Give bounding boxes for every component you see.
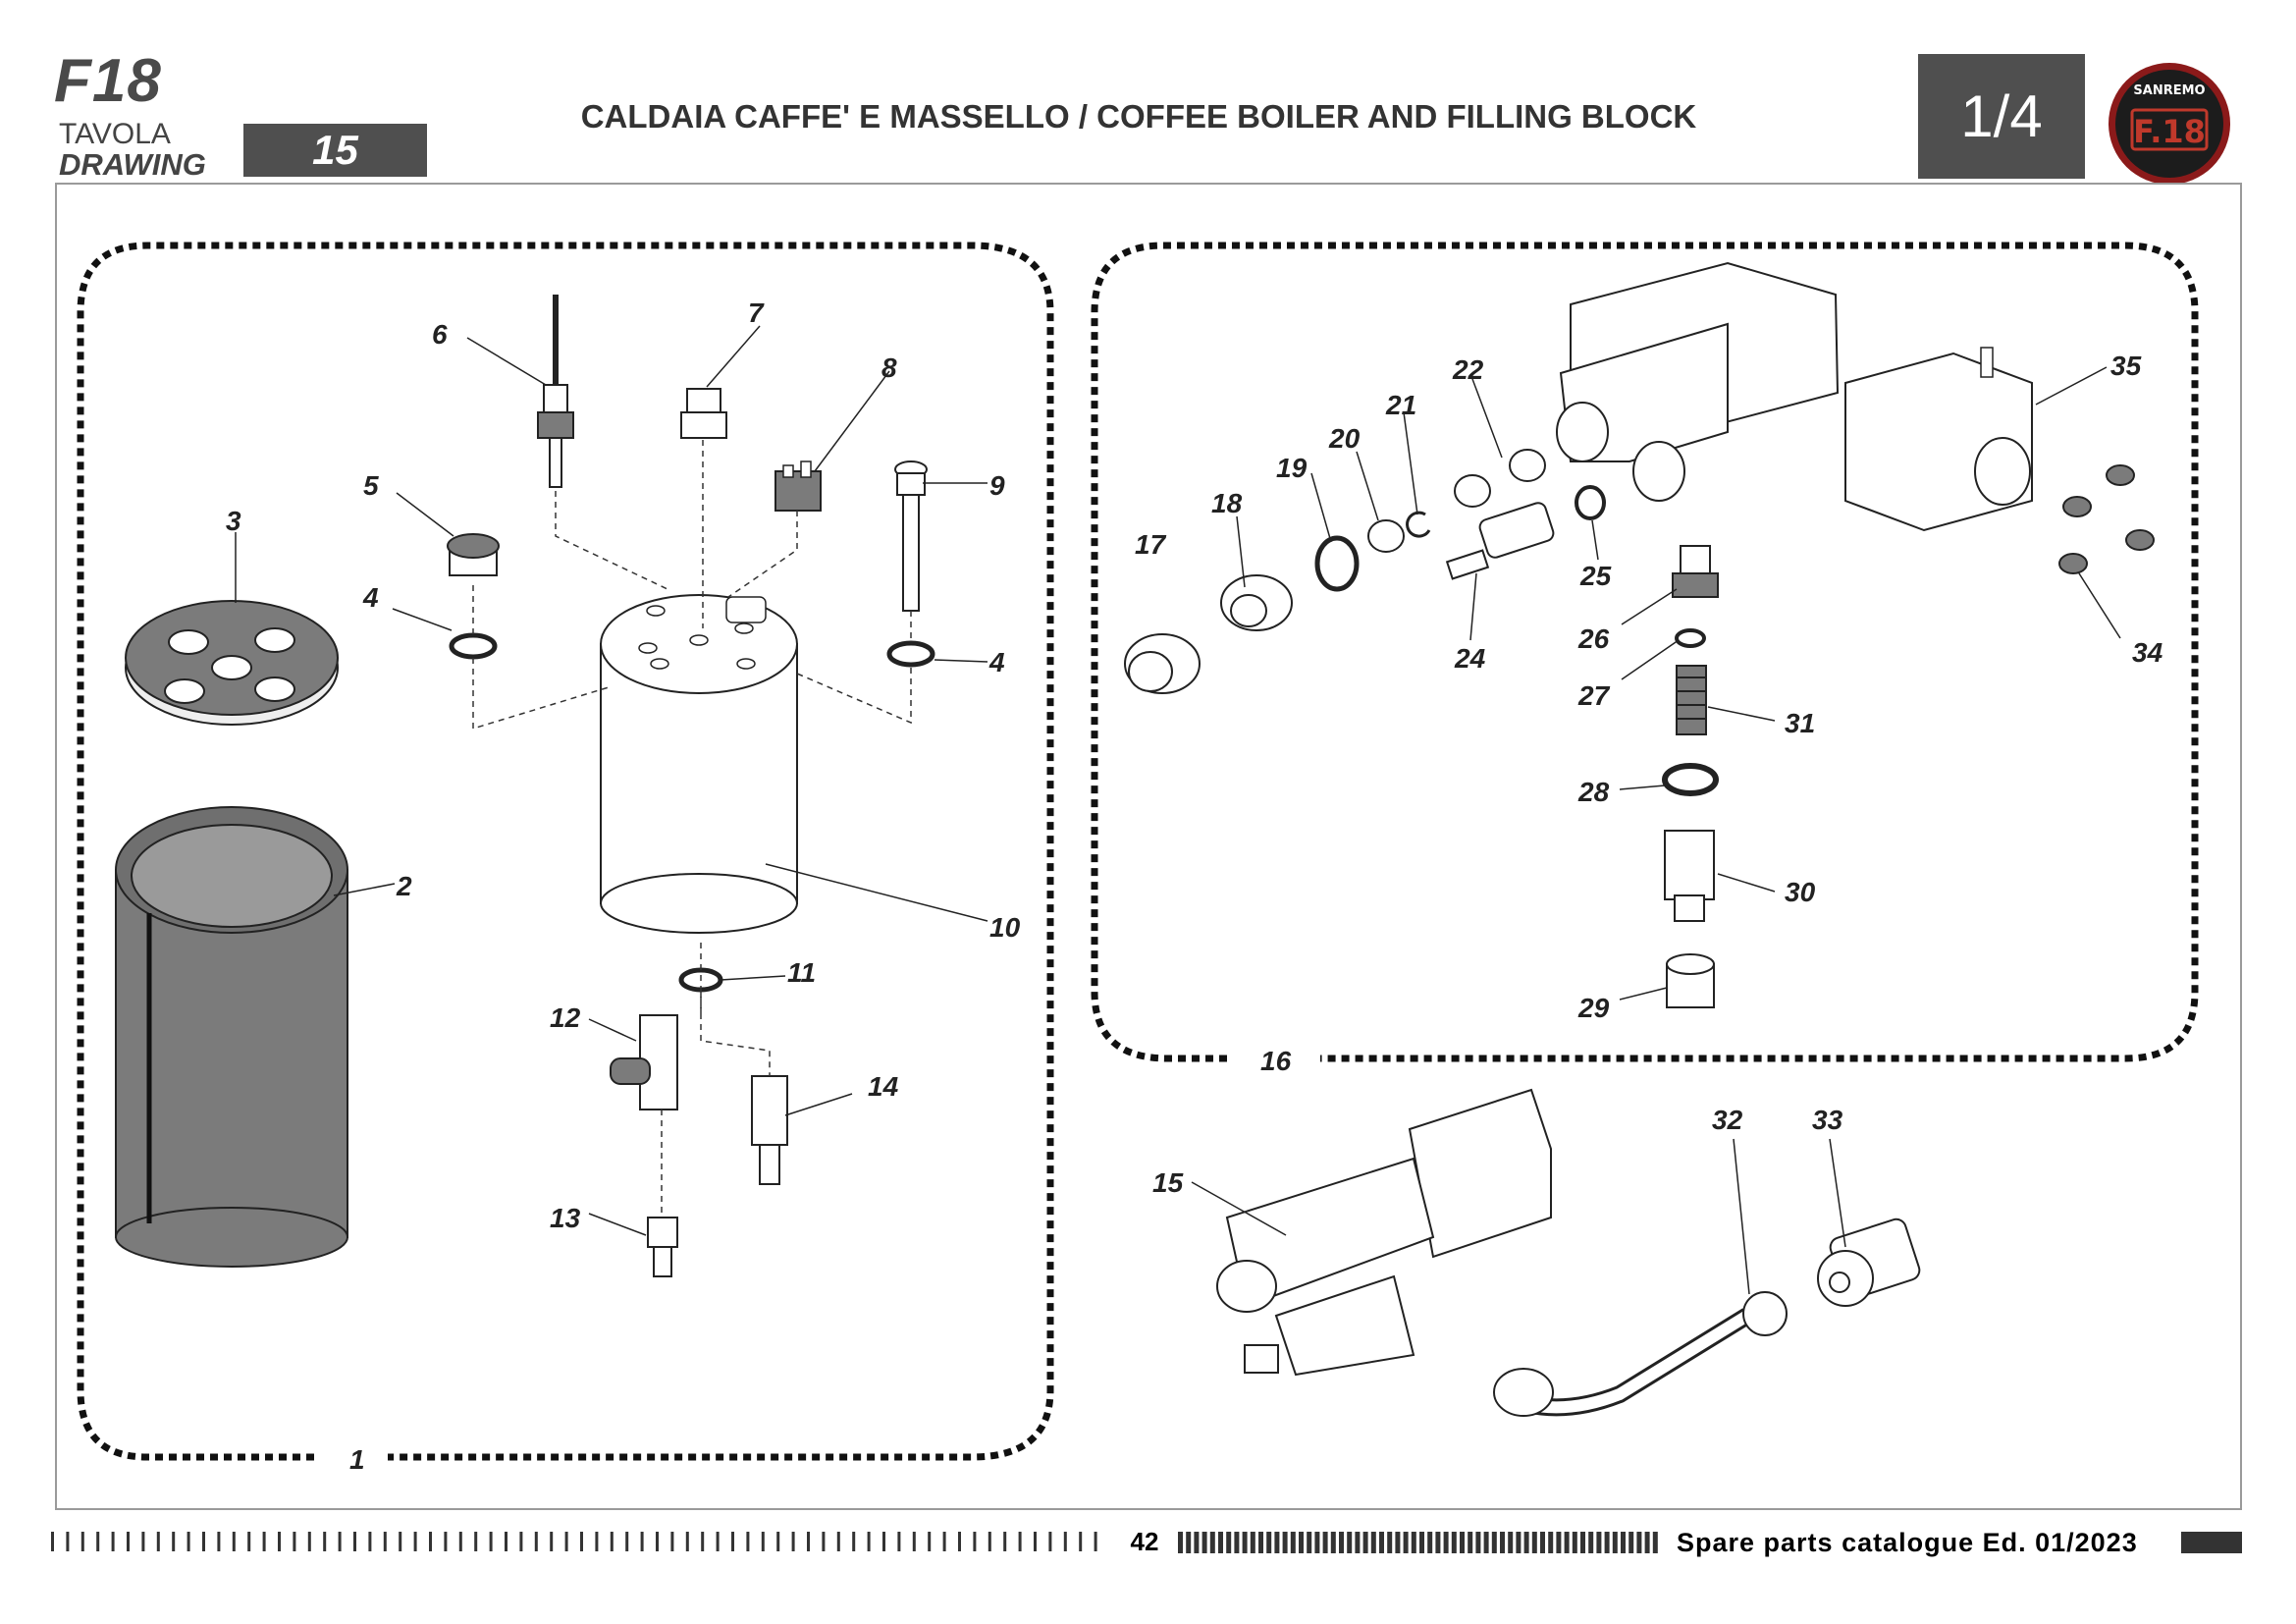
callout-9: 9 (989, 470, 1005, 501)
thermostat-part (774, 460, 822, 512)
callout-32: 32 (1712, 1105, 1743, 1135)
gasket-part (449, 632, 498, 660)
tavola-label: TAVOLA (59, 118, 171, 150)
leader-lines (235, 325, 2121, 1295)
drawing-frame (55, 183, 2242, 1510)
callout-15: 15 (1152, 1167, 1184, 1198)
model-name: F18 (54, 47, 162, 115)
footer-tick-bar-left (51, 1532, 1097, 1551)
logo-model-text: F.18 (2133, 113, 2206, 150)
callout-4: 4 (362, 582, 379, 613)
valve-seat-part (1664, 830, 1715, 922)
callout-20: 20 (1328, 423, 1361, 454)
plug-part (447, 533, 500, 576)
logo-brand-text: SANREMO (2133, 83, 2205, 98)
callout-17: 17 (1135, 529, 1167, 560)
callout-18: 18 (1211, 488, 1243, 518)
filling-block-assembly-part (1216, 1088, 1552, 1377)
assembly-guides (472, 440, 912, 1216)
page-title: CALDAIA CAFFE' E MASSELLO / COFFEE BOILE… (580, 98, 1697, 135)
drawing-label: DRAWING (59, 147, 206, 182)
page-number: 42 (1131, 1527, 1159, 1556)
callout-5: 5 (363, 470, 379, 501)
valve-insert-part (1672, 545, 1719, 598)
probe-part (537, 295, 574, 488)
callout-8: 8 (881, 352, 897, 383)
ring-part (1367, 519, 1405, 553)
filling-block-body-part (1556, 261, 1840, 502)
callout-34: 34 (2132, 637, 2163, 668)
footer-end-bar (2181, 1532, 2242, 1553)
hose-connector-part (1445, 502, 1555, 580)
callout-4b: 4 (988, 647, 1005, 677)
hose-nipple-part (647, 1217, 678, 1277)
insulation-jacket-part (115, 806, 348, 1268)
callout-22: 22 (1452, 354, 1484, 385)
catalogue-edition: Spare parts catalogue Ed. 01/2023 (1677, 1528, 2138, 1557)
bush-part (1509, 449, 1546, 482)
circlip-part (1406, 511, 1431, 538)
page-footer: 42 Spare parts catalogue Ed. 01/2023 (51, 1527, 2242, 1557)
footer-tick-bar-middle (1178, 1532, 1658, 1553)
callout-33: 33 (1812, 1105, 1843, 1135)
callout-19: 19 (1276, 453, 1308, 483)
callout-28: 28 (1577, 777, 1610, 807)
pressure-switch-part (1817, 1218, 1921, 1307)
coffee-boiler-part (600, 594, 798, 934)
drawing-number-badge: 15 (243, 124, 427, 177)
screw-part (2058, 464, 2155, 574)
callout-11: 11 (787, 957, 816, 988)
callout-labels: 1 2 3 4 4 5 6 7 8 9 10 11 12 13 14 15 16… (226, 298, 2163, 1475)
insulation-disk-part (125, 600, 339, 726)
tee-fitting-part (610, 1014, 678, 1110)
callout-30: 30 (1785, 877, 1816, 907)
callout-13: 13 (550, 1203, 581, 1233)
callout-24: 24 (1454, 643, 1486, 674)
callout-29: 29 (1577, 993, 1610, 1023)
gasket-part (1314, 535, 1360, 592)
callout-35: 35 (2110, 351, 2142, 381)
callout-6: 6 (432, 319, 448, 350)
callout-26: 26 (1577, 623, 1610, 654)
drawing-number: 15 (312, 127, 358, 173)
callout-3: 3 (226, 506, 241, 536)
o-ring-part (1675, 628, 1706, 648)
page-indicator: 1/4 (1960, 83, 2043, 149)
fitting-part (680, 388, 727, 439)
callout-7: 7 (748, 298, 765, 328)
callout-25: 25 (1579, 561, 1612, 591)
spring-part (1676, 665, 1707, 735)
hose-fitting-part (751, 1075, 788, 1185)
filling-block-group-outline (1091, 242, 2199, 1062)
callout-1: 1 (349, 1444, 365, 1475)
callout-21: 21 (1385, 390, 1416, 420)
page-indicator-box: 1/4 (1918, 54, 2085, 179)
nut-part (1124, 633, 1201, 694)
level-probe-part (894, 460, 928, 612)
solenoid-coil-part (1844, 347, 2033, 532)
union-fitting-part (1220, 574, 1293, 631)
bush-part (1454, 474, 1491, 508)
callout-2: 2 (396, 871, 412, 901)
callout-16: 16 (1260, 1046, 1292, 1076)
cap-part (1666, 953, 1715, 1008)
boiler-group-outline (77, 242, 1054, 1461)
callout-31: 31 (1785, 708, 1815, 738)
gasket-part (886, 640, 935, 668)
pipe-part (1493, 1291, 1788, 1417)
callout-10: 10 (989, 912, 1021, 943)
gasket-part (1662, 763, 1719, 796)
callout-14: 14 (868, 1071, 899, 1102)
callout-12: 12 (550, 1002, 581, 1033)
sanremo-logo: SANREMO F.18 (2109, 63, 2230, 185)
gasket-part (1575, 485, 1606, 520)
callout-27: 27 (1577, 680, 1611, 711)
